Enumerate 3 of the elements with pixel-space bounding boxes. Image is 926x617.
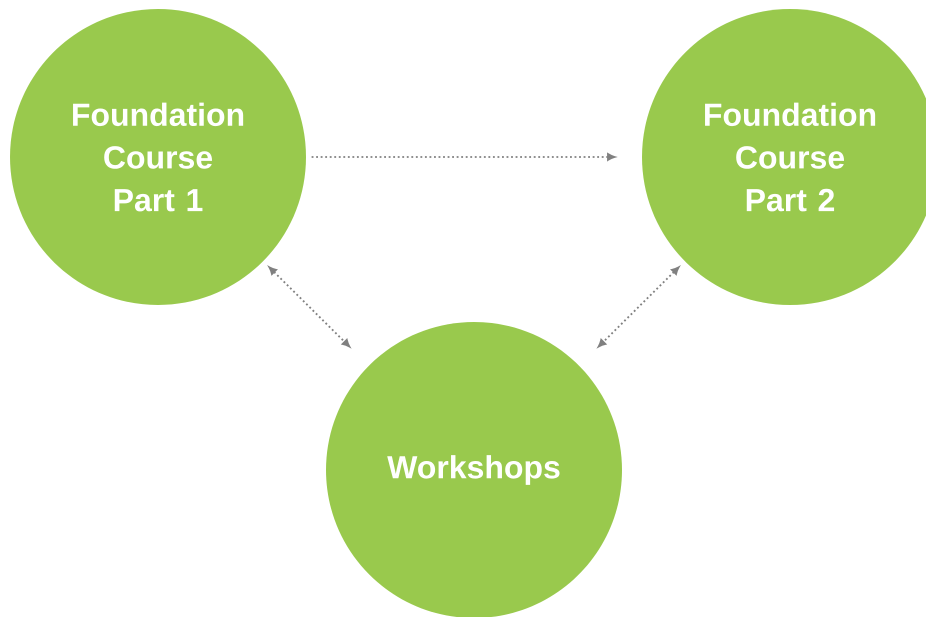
arrow	[598, 266, 680, 348]
arrow	[268, 266, 350, 348]
arrow	[312, 153, 616, 161]
